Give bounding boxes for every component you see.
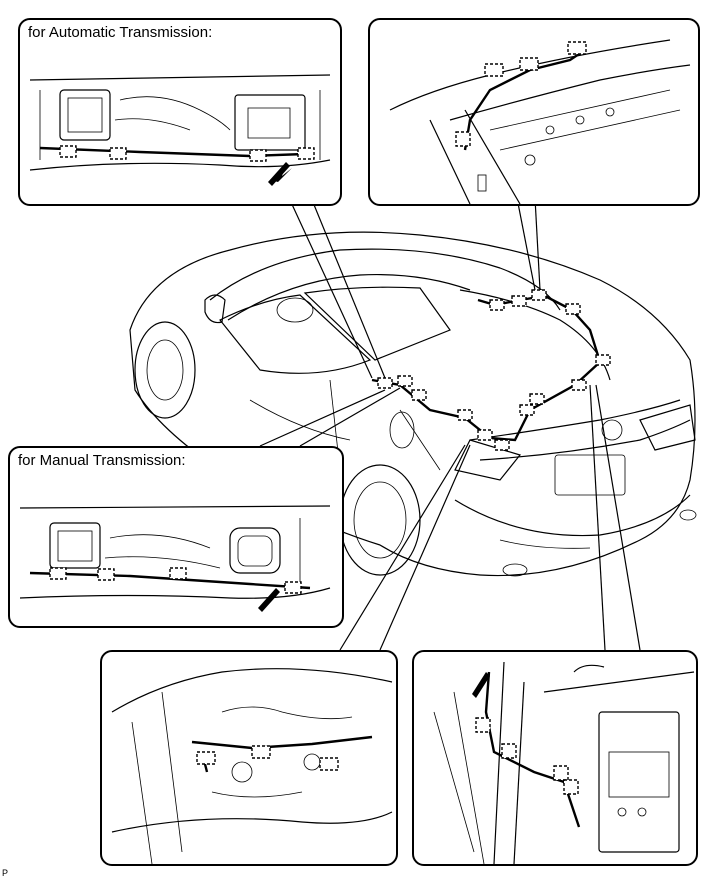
corner-mark: P xyxy=(2,868,9,878)
rear-trunk-panel xyxy=(412,650,698,866)
automatic-transmission-drawing xyxy=(29,74,331,186)
rear-parcel-shelf-drawing xyxy=(389,39,691,204)
manual-transmission-drawing xyxy=(19,505,331,612)
manual-transmission-label: for Manual Transmission: xyxy=(18,452,190,469)
automatic-transmission-label: for Automatic Transmission: xyxy=(28,24,217,41)
rear-trunk-drawing xyxy=(433,661,695,864)
automatic-transmission-panel: for Automatic Transmission: xyxy=(18,18,342,206)
floor-harness-panel xyxy=(100,650,398,866)
manual-transmission-panel: for Manual Transmission: xyxy=(8,446,344,628)
floor-harness-drawing xyxy=(111,668,393,864)
rear-parcel-shelf-panel xyxy=(368,18,700,206)
